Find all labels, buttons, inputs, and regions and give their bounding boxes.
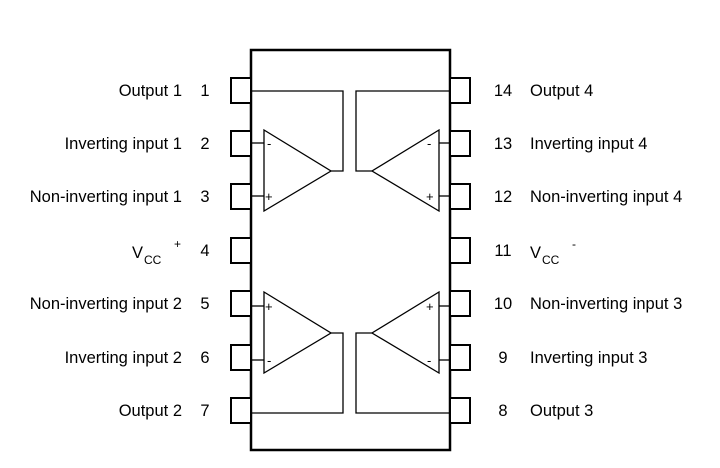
pin-label: Non-inverting input 2: [30, 295, 182, 313]
pin-4: [230, 237, 252, 264]
output-wire: [251, 332, 344, 414]
pin-14: [449, 77, 471, 104]
pin-13: [449, 130, 471, 157]
minus-sign: -: [427, 353, 431, 368]
pin-6: [230, 344, 252, 371]
pin-label: Output 2: [119, 402, 182, 420]
pin-12: [449, 183, 471, 210]
pin-label: Non-inverting input 3: [530, 295, 682, 313]
pin-8: [449, 397, 471, 424]
pin-number: 12: [494, 188, 512, 206]
pin-label: Inverting input 3: [530, 349, 647, 367]
pin-label: Inverting input 4: [530, 135, 647, 153]
pin-label: Inverting input 1: [65, 135, 182, 153]
opamp-triangle: [370, 128, 440, 213]
pin-number: 14: [494, 82, 512, 100]
pin-1: [230, 77, 252, 104]
right-pins: [449, 77, 471, 424]
pin-number: 13: [494, 135, 512, 153]
vcc-subscript: CC: [144, 253, 162, 267]
opamp-triangle: [263, 128, 333, 213]
plus-sign: +: [265, 189, 273, 204]
pin-number: 5: [200, 295, 209, 313]
minus-sign: -: [267, 353, 271, 368]
vcc-superscript: +: [174, 237, 181, 251]
pin-label: Output 4: [530, 82, 593, 100]
pin-label: Non-inverting input 1: [30, 188, 182, 206]
pin-number: 10: [494, 295, 512, 313]
output-wire: [355, 332, 450, 414]
opamp-triangle: [370, 290, 440, 375]
plus-sign: +: [426, 189, 434, 204]
vcc-subscript: CC: [542, 253, 560, 267]
opamp-1: - +: [251, 90, 344, 213]
pin-label: Inverting input 2: [65, 349, 182, 367]
pin-label: Output 1: [119, 82, 182, 100]
pin-10: [449, 290, 471, 317]
pin-3: [230, 183, 252, 210]
pin-5: [230, 290, 252, 317]
ic-package-body: [249, 48, 452, 452]
opamp-triangle: [263, 290, 333, 375]
vcc-superscript: -: [572, 237, 576, 251]
left-pin-labels: Output 1 1 Inverting input 1 2 Non-inver…: [30, 82, 210, 420]
pin-label: Non-inverting input 4: [530, 188, 682, 206]
left-pins: [230, 77, 252, 424]
pin-7: [230, 397, 252, 424]
plus-sign: +: [426, 299, 434, 314]
pin-9: [449, 344, 471, 371]
pin-number: 11: [494, 242, 511, 260]
plus-sign: +: [265, 299, 273, 314]
right-pin-labels: 14 Output 4 13 Inverting input 4 12 Non-…: [494, 82, 682, 420]
pin-number: 8: [498, 402, 507, 420]
pin-label-vcc: V: [530, 244, 541, 262]
opamp-4: - +: [355, 90, 450, 213]
pin-number: 1: [200, 82, 209, 100]
minus-sign: -: [267, 136, 271, 151]
minus-sign: -: [427, 136, 431, 151]
pin-11: [449, 237, 471, 264]
pin-number: 6: [200, 349, 209, 367]
pin-number: 9: [498, 349, 507, 367]
output-wire: [355, 90, 450, 172]
output-wire: [251, 90, 344, 172]
pin-number: 2: [200, 135, 209, 153]
pin-number: 7: [200, 402, 209, 420]
pin-2: [230, 130, 252, 157]
pin-number: 4: [200, 242, 209, 260]
opamp-2: + -: [251, 290, 344, 414]
pin-label-vcc: V: [132, 244, 143, 262]
pin-number: 3: [200, 188, 209, 206]
opamp-3: + -: [355, 290, 450, 414]
pin-label: Output 3: [530, 402, 593, 420]
